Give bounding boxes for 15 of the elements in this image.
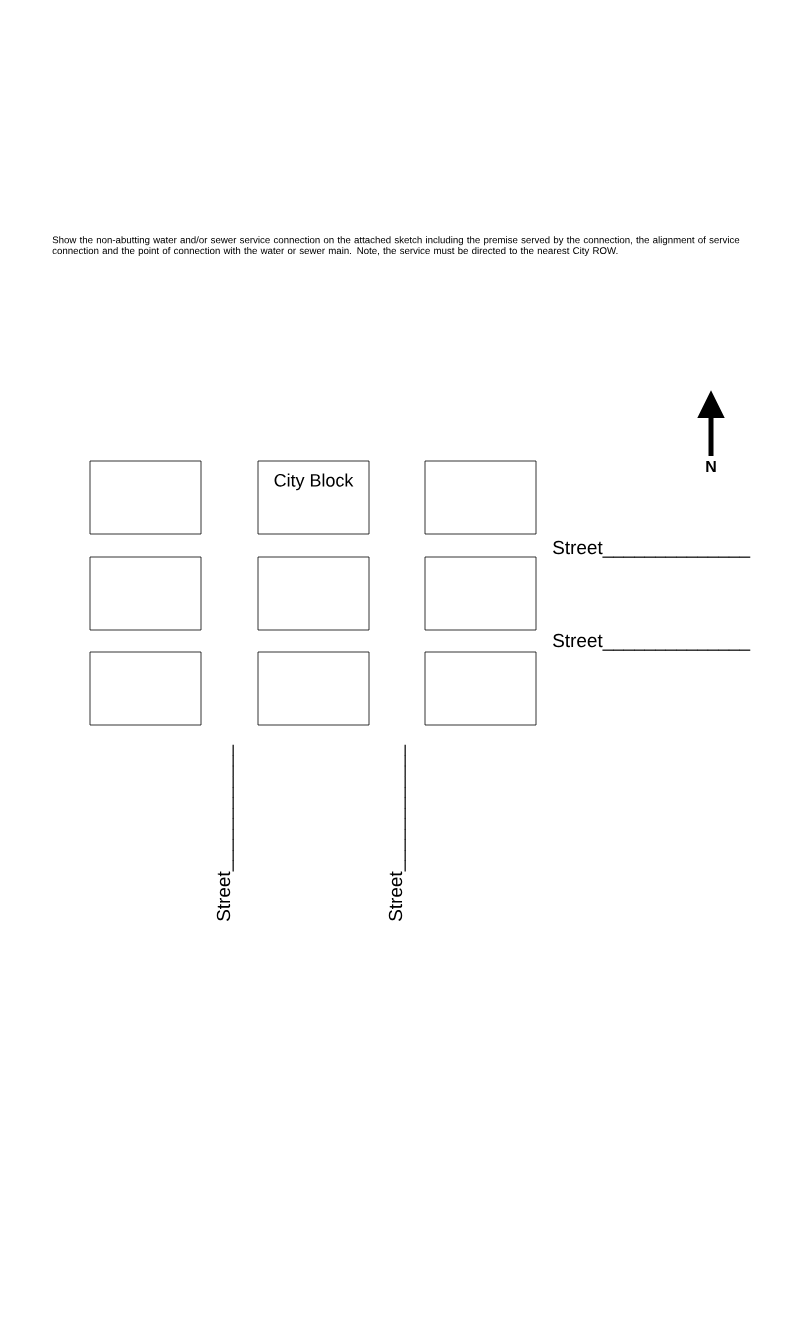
street-name-line: Street______________ bbox=[553, 540, 751, 558]
city-block-box bbox=[89, 556, 202, 631]
city-block-box bbox=[257, 556, 370, 631]
city-block-box bbox=[89, 651, 202, 726]
city-block-box bbox=[89, 460, 202, 535]
city-block-box: City Block bbox=[257, 460, 370, 535]
city-block-box bbox=[424, 460, 537, 535]
city-block-box bbox=[257, 651, 370, 726]
north-label: N bbox=[706, 461, 716, 472]
city-block-box bbox=[424, 556, 537, 631]
instruction-text: Show the non-abutting water and/or sewer service connection on the attached sketch including the premise served by the connection, the alignment of service connection and the point of connection with the water or sewer main. Note, the service must be directed to the nearest City ROW. bbox=[52, 236, 740, 256]
city-block-box bbox=[424, 651, 537, 726]
street-name-line: Street____________ bbox=[388, 744, 406, 921]
street-name-line: Street______________ bbox=[553, 633, 751, 651]
street-name-line: Street____________ bbox=[216, 744, 234, 921]
